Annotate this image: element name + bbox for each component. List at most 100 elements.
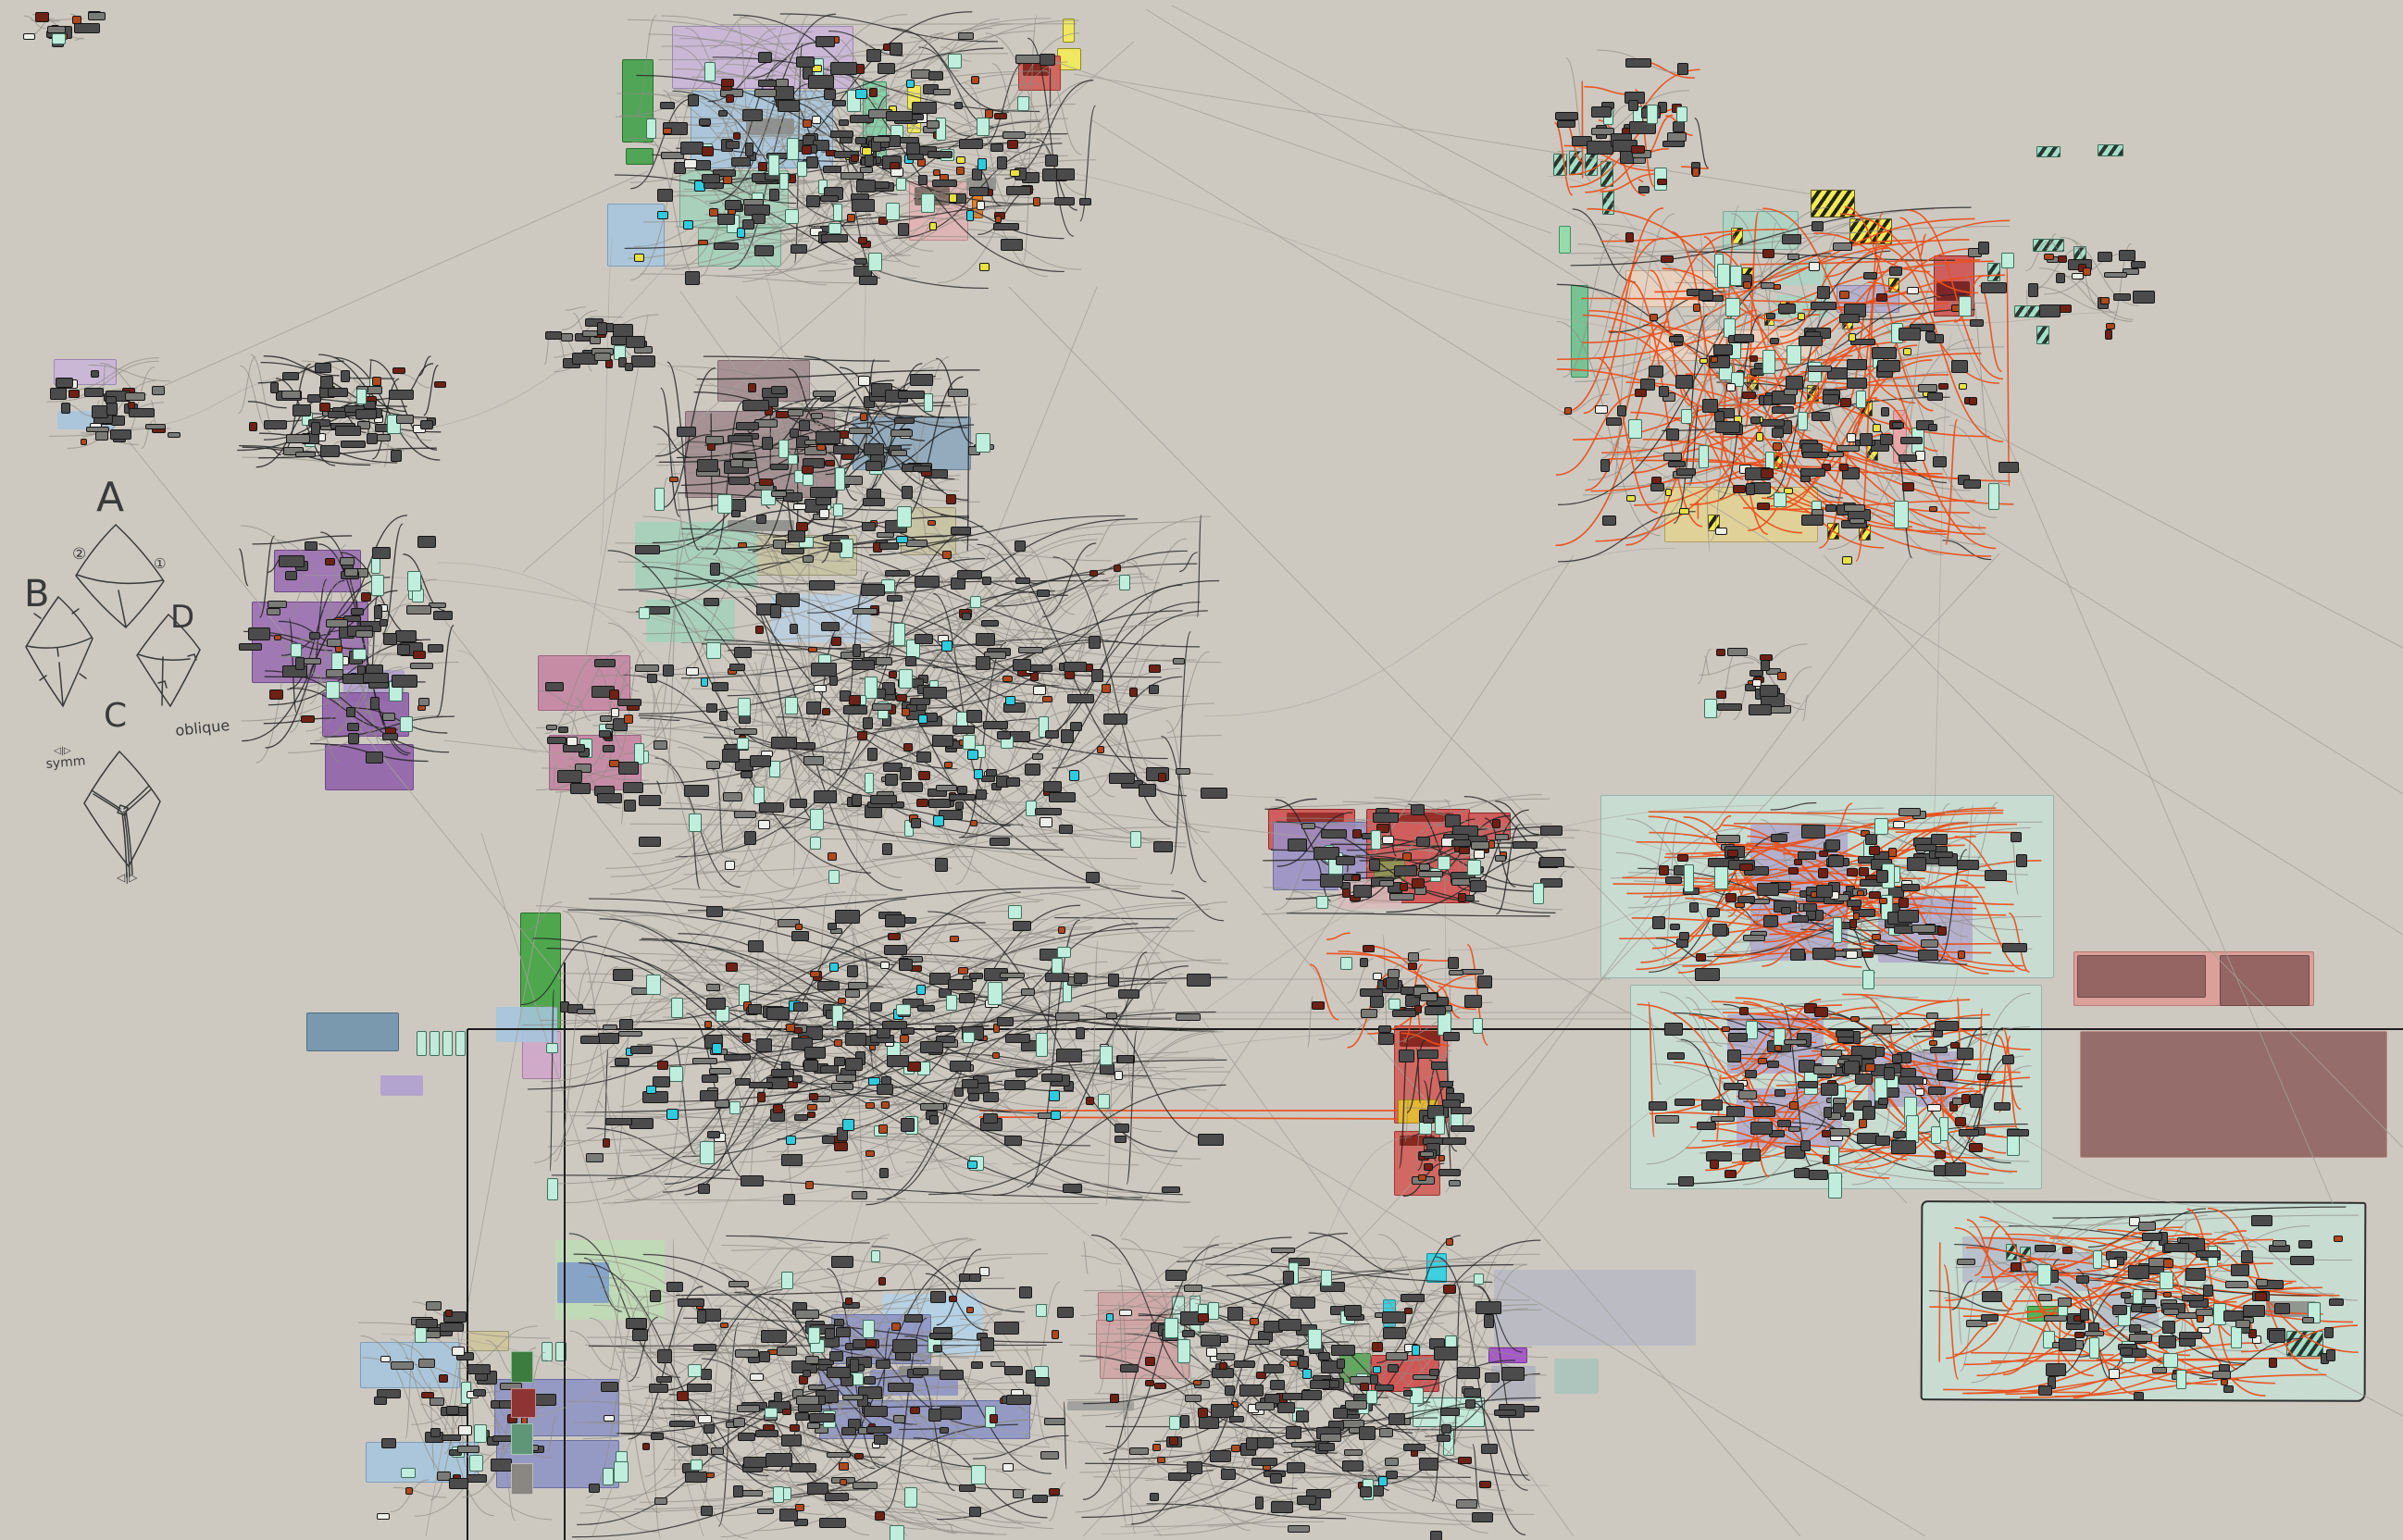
inter-cluster-wire — [1972, 312, 2112, 324]
inter-cluster-wire — [715, 137, 1875, 346]
wire — [237, 356, 256, 415]
wire — [240, 365, 271, 433]
hatched-yellow-panel[interactable] — [1811, 190, 1855, 217]
group-redv1-title[interactable] — [1400, 1031, 1440, 1047]
wire — [287, 397, 408, 407]
group-blue-bl[interactable] — [557, 1262, 609, 1303]
wire — [747, 41, 821, 80]
wire — [735, 49, 875, 132]
wire — [575, 697, 591, 721]
group-steel-panel-ml[interactable] — [306, 1012, 399, 1051]
wire — [966, 395, 970, 553]
wire — [252, 535, 353, 545]
wire — [624, 216, 923, 249]
long-wire — [1171, 5, 2403, 649]
long-wire — [124, 436, 619, 1051]
group-gray-strip-center[interactable] — [728, 520, 794, 531]
long-wire — [735, 295, 1801, 1537]
group-lavender-topleft[interactable] — [54, 359, 117, 385]
wire — [567, 758, 621, 809]
wire — [74, 37, 83, 41]
wire — [728, 644, 1003, 652]
wire — [381, 523, 404, 635]
group-yellow-small[interactable] — [1063, 19, 1075, 43]
legend-swatch-dark-red[interactable] — [511, 1388, 536, 1418]
wire — [318, 354, 406, 413]
wire — [932, 640, 1118, 669]
hatched-teal-panel[interactable] — [2036, 326, 2049, 344]
wire — [716, 201, 1068, 277]
wire — [767, 92, 912, 277]
wire — [816, 838, 1138, 860]
wire — [542, 767, 649, 781]
hatched-teal-panel[interactable] — [1987, 263, 2000, 281]
long-wire — [480, 832, 704, 1537]
wire — [1127, 562, 1153, 581]
hatched-teal-panel[interactable] — [2098, 144, 2123, 156]
wire — [710, 15, 750, 49]
inter-cluster-wire — [442, 1162, 998, 1430]
long-wire — [1091, 119, 2403, 936]
wire — [240, 525, 379, 647]
wire — [358, 589, 392, 606]
group-red-tr-inner[interactable] — [1936, 281, 1970, 301]
wire — [562, 651, 622, 715]
group-mint-center[interactable] — [635, 522, 757, 589]
group-mint-col-3[interactable] — [442, 1031, 453, 1056]
inter-cluster-wire — [758, 1129, 915, 1470]
group-red-b-title[interactable] — [1387, 813, 1453, 822]
wire — [681, 528, 1201, 648]
wire — [666, 450, 691, 562]
wire — [258, 535, 276, 618]
wire — [23, 15, 46, 30]
legend-swatch-gray[interactable] — [511, 1463, 533, 1495]
wire — [677, 492, 903, 512]
group-red-a-title[interactable] — [1287, 813, 1344, 822]
group-teal-bc[interactable] — [1554, 1359, 1599, 1394]
group-redv2-title[interactable] — [1400, 1136, 1435, 1146]
wire — [403, 553, 445, 612]
group-maroon-big[interactable] — [2080, 1031, 2387, 1158]
legend-swatch-green[interactable] — [511, 1351, 533, 1383]
wire — [653, 426, 691, 459]
hatched-yellow-panel[interactable] — [1731, 228, 1743, 244]
wire — [890, 177, 980, 256]
wire — [674, 68, 1002, 171]
wire — [263, 717, 336, 725]
group-mauve-1[interactable] — [717, 360, 810, 402]
wire — [796, 379, 895, 413]
wire — [673, 641, 731, 671]
wire — [544, 655, 599, 735]
inter-cluster-wire — [1102, 1034, 1881, 1535]
wire — [940, 404, 977, 408]
wire — [258, 447, 437, 459]
wire — [371, 378, 400, 460]
group-mint-col-4[interactable] — [455, 1031, 466, 1056]
group-mint-tr-v[interactable] — [1559, 226, 1571, 254]
group-graylav-bc[interactable] — [1494, 1270, 1696, 1346]
wire — [640, 725, 961, 785]
group-mint-col-2[interactable] — [430, 1031, 440, 1056]
long-wire — [1008, 286, 1908, 1204]
wire — [890, 27, 1009, 113]
wire — [596, 668, 625, 751]
group-maroon-left[interactable] — [2077, 955, 2206, 998]
long-wire — [1073, 73, 1813, 195]
group-mint-col-1[interactable] — [417, 1031, 427, 1056]
group-gray-bar-bc2[interactable] — [1067, 1401, 1134, 1410]
wire — [695, 384, 815, 405]
wire — [318, 731, 341, 763]
group-green-small-top[interactable] — [626, 148, 654, 165]
wire — [141, 419, 155, 450]
legend-swatch-sea-green[interactable] — [511, 1423, 533, 1455]
hatched-teal-panel[interactable] — [2036, 146, 2061, 157]
wire — [878, 19, 1079, 66]
group-legend-mint-1[interactable] — [542, 1342, 553, 1361]
wire — [896, 32, 944, 79]
wire — [655, 433, 711, 457]
wire — [866, 363, 923, 491]
wire — [417, 355, 431, 377]
group-periwinkle-ml[interactable] — [380, 1075, 423, 1096]
wire — [614, 174, 989, 290]
